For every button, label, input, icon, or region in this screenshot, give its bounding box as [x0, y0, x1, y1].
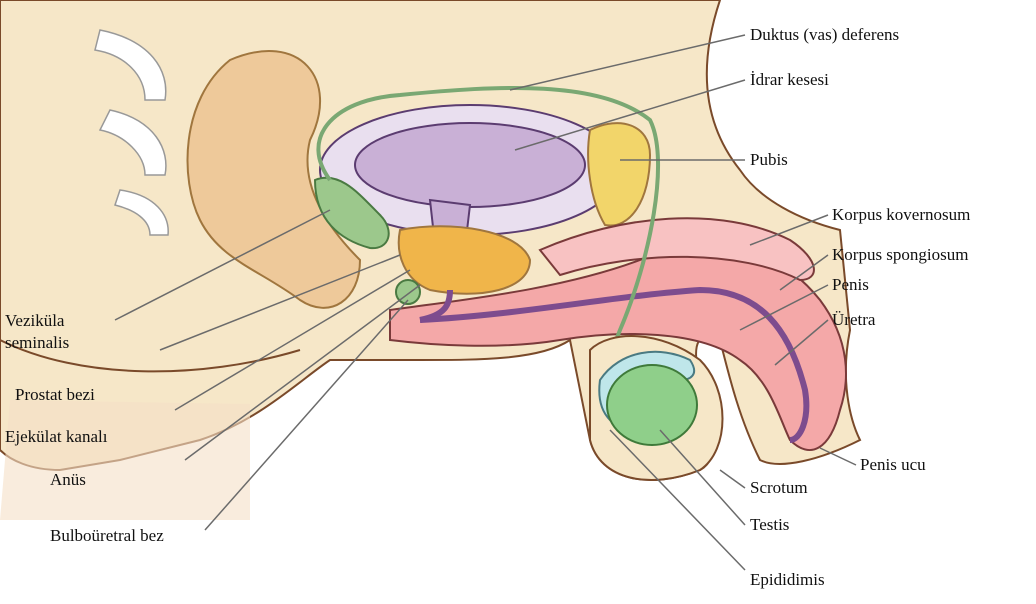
label-ejaculatory-duct: Ejekülat kanalı: [5, 427, 107, 447]
label-anus: Anüs: [50, 470, 86, 490]
label-seminal-vesicle: Veziküla seminalis: [5, 310, 115, 354]
testis-shape: [607, 365, 697, 445]
scrotum-group: [590, 336, 723, 480]
label-pubis: Pubis: [750, 150, 788, 170]
label-testis: Testis: [750, 515, 789, 535]
label-glans: Penis ucu: [860, 455, 926, 475]
label-corpus-spongiosum: Korpus spongiosum: [832, 245, 968, 265]
label-penis: Penis: [832, 275, 869, 295]
label-epididymis: Epididimis: [750, 570, 825, 590]
label-prostate: Prostat bezi: [15, 385, 95, 405]
label-scrotum: Scrotum: [750, 478, 808, 498]
label-vas-deferens: Duktus (vas) deferens: [750, 25, 899, 45]
label-bladder: İdrar kesesi: [750, 70, 829, 90]
label-corpus-cavernosum: Korpus kovernosum: [832, 205, 970, 225]
label-urethra: Üretra: [832, 310, 875, 330]
label-bulbourethral: Bulboüretral bez: [50, 525, 170, 547]
